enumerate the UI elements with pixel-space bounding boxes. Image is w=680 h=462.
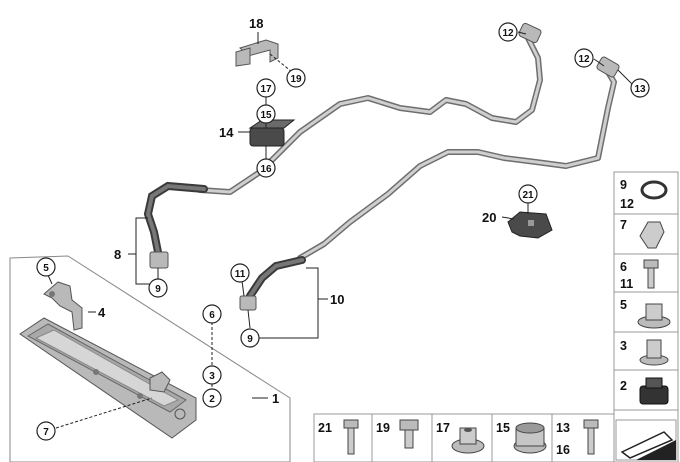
label-10: 10 bbox=[330, 292, 344, 307]
rubber-mount-icon bbox=[639, 377, 669, 405]
svg-text:17: 17 bbox=[260, 84, 272, 95]
sidebar-label-3: 3 bbox=[620, 339, 627, 353]
callout-5: 5 bbox=[36, 257, 56, 277]
o-ring-icon bbox=[640, 180, 668, 200]
line-connector-top bbox=[518, 22, 542, 44]
callout-9-lower: 9 bbox=[240, 328, 260, 348]
sidebar-label-11: 11 bbox=[620, 277, 633, 291]
thermostat-bracket-part bbox=[43, 281, 83, 331]
svg-text:15: 15 bbox=[260, 110, 272, 121]
collar-nut-icon bbox=[637, 303, 671, 329]
small-screw-icon bbox=[583, 419, 599, 455]
screw-icon bbox=[343, 419, 359, 455]
callout-12-top: 12 bbox=[498, 22, 518, 42]
svg-text:9: 9 bbox=[155, 284, 161, 295]
label-18: 18 bbox=[249, 16, 263, 31]
sidebar-label-7: 7 bbox=[620, 218, 627, 232]
clamp-icon bbox=[639, 221, 665, 249]
svg-text:7: 7 bbox=[43, 427, 49, 438]
hex-bolt-icon bbox=[399, 419, 419, 449]
label-8: 8 bbox=[114, 247, 121, 262]
sidebar-label-5: 5 bbox=[620, 298, 627, 312]
label-1: 1 bbox=[272, 391, 279, 406]
bottom-label-13: 13 bbox=[556, 421, 570, 435]
oil-cooler-part bbox=[19, 317, 197, 439]
svg-text:12: 12 bbox=[578, 54, 590, 65]
label-14: 14 bbox=[219, 125, 234, 140]
callout-3: 3 bbox=[202, 365, 222, 385]
callout-15: 15 bbox=[256, 104, 276, 124]
parts-legend-sidebar: 9 12 7 6 11 5 3 2 bbox=[613, 171, 679, 462]
oil-line-upper bbox=[143, 22, 543, 269]
sidebar-label-6: 6 bbox=[620, 260, 627, 274]
callout-7: 7 bbox=[36, 421, 56, 441]
svg-text:21: 21 bbox=[522, 190, 534, 201]
svg-text:11: 11 bbox=[235, 269, 246, 280]
svg-text:6: 6 bbox=[209, 310, 215, 321]
svg-text:12: 12 bbox=[502, 28, 514, 39]
svg-text:3: 3 bbox=[209, 371, 215, 382]
callout-6: 6 bbox=[202, 304, 222, 324]
sidebar-label-12: 12 bbox=[620, 197, 634, 211]
line-connector-right bbox=[596, 56, 620, 78]
line-fitting-upper bbox=[149, 251, 169, 269]
bottom-label-19: 19 bbox=[376, 421, 390, 435]
flange-nut-icon bbox=[451, 427, 485, 454]
oil-line-lower bbox=[239, 56, 620, 311]
bracket-part bbox=[235, 39, 279, 67]
arrow-icon bbox=[615, 419, 677, 461]
bottom-label-21: 21 bbox=[318, 421, 332, 435]
callout-12-right: 12 bbox=[574, 48, 594, 68]
svg-text:19: 19 bbox=[290, 74, 302, 85]
callout-11: 11 bbox=[230, 263, 250, 283]
bushing-icon bbox=[513, 422, 547, 454]
svg-text:13: 13 bbox=[634, 84, 646, 95]
callout-13: 13 bbox=[630, 78, 650, 98]
svg-text:16: 16 bbox=[260, 164, 272, 175]
bottom-label-15: 15 bbox=[496, 421, 510, 435]
callout-19: 19 bbox=[286, 68, 306, 88]
label-4: 4 bbox=[98, 305, 106, 320]
bolt-icon bbox=[643, 259, 659, 289]
label-20: 20 bbox=[482, 210, 496, 225]
spacer-sleeve-icon bbox=[639, 339, 669, 366]
bottom-label-17: 17 bbox=[436, 421, 450, 435]
callout-16: 16 bbox=[256, 158, 276, 178]
sidebar-label-9: 9 bbox=[620, 178, 627, 192]
svg-text:2: 2 bbox=[209, 394, 215, 405]
svg-text:9: 9 bbox=[247, 334, 253, 345]
sidebar-label-2: 2 bbox=[620, 379, 627, 393]
bottom-label-16: 16 bbox=[556, 443, 570, 457]
parts-legend-bottom: 21 19 17 15 13 16 bbox=[313, 413, 615, 462]
callout-2: 2 bbox=[202, 388, 222, 408]
callout-21: 21 bbox=[518, 184, 538, 204]
line-fitting-lower bbox=[239, 295, 257, 311]
pipe-clip-part bbox=[507, 211, 553, 239]
callout-9-upper: 9 bbox=[148, 278, 168, 298]
svg-text:5: 5 bbox=[43, 263, 49, 274]
callout-17: 17 bbox=[256, 78, 276, 98]
